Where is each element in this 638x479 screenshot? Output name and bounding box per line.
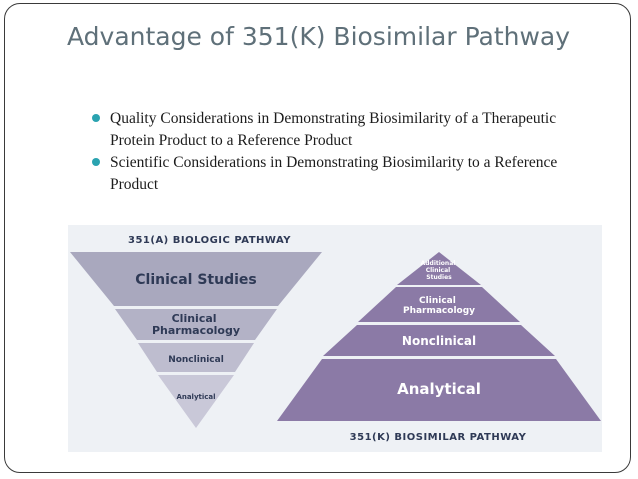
left-level-clinical-pharmacology	[115, 309, 277, 340]
right-pyramid: Additional Clinical Studies Clinical Pha…	[277, 252, 601, 421]
left-level-label-line: Pharmacology	[152, 324, 240, 337]
right-level-label: Clinical Pharmacology	[403, 296, 475, 316]
left-level-label: Clinical Pharmacology	[152, 312, 240, 337]
pathway-diagram: 351(A) BIOLOGIC PATHWAY Clinical Studies…	[68, 225, 602, 452]
right-level-label-line: Clinical	[426, 267, 451, 274]
right-level-label-line: Pharmacology	[403, 306, 475, 316]
right-level-additional-clinical-studies	[397, 252, 481, 285]
left-level-analytical	[158, 375, 234, 428]
right-level-label: Analytical	[397, 380, 481, 398]
right-level-label: Additional Clinical Studies	[421, 260, 458, 281]
bullet-dot-icon	[92, 158, 100, 166]
left-level-label: Nonclinical	[168, 355, 224, 365]
left-level-label-line: Clinical	[172, 312, 217, 325]
left-inverted-pyramid: Clinical Studies Clinical Pharmacology N…	[70, 252, 322, 428]
right-pathway-label: 351(K) BIOSIMILAR PATHWAY	[350, 432, 527, 443]
right-level-nonclinical	[323, 325, 555, 356]
pathway-diagram-svg: 351(A) BIOLOGIC PATHWAY Clinical Studies…	[70, 235, 601, 443]
bullet-list: Quality Considerations in Demonstrating …	[90, 108, 590, 196]
left-level-nonclinical	[138, 343, 254, 372]
left-level-label: Clinical Studies	[135, 272, 256, 288]
right-level-label: Nonclinical	[402, 334, 476, 348]
right-level-label-line: Clinical	[419, 296, 456, 306]
right-level-label-line: Studies	[426, 274, 452, 281]
left-level-label: Analytical	[176, 393, 215, 401]
bullet-text: Scientific Considerations in Demonstrati…	[110, 154, 558, 193]
right-level-label-line: Additional	[421, 260, 456, 267]
left-level-clinical-studies	[70, 252, 322, 306]
bullet-item: Quality Considerations in Demonstrating …	[90, 108, 590, 152]
slide-title: Advantage of 351(K) Biosimilar Pathway	[67, 22, 571, 51]
bullet-item: Scientific Considerations in Demonstrati…	[90, 152, 590, 196]
left-pathway-label: 351(A) BIOLOGIC PATHWAY	[128, 235, 291, 246]
bullet-dot-icon	[92, 114, 100, 122]
right-level-clinical-pharmacology	[358, 287, 520, 322]
right-level-analytical	[277, 359, 601, 421]
bullet-text: Quality Considerations in Demonstrating …	[110, 110, 557, 149]
